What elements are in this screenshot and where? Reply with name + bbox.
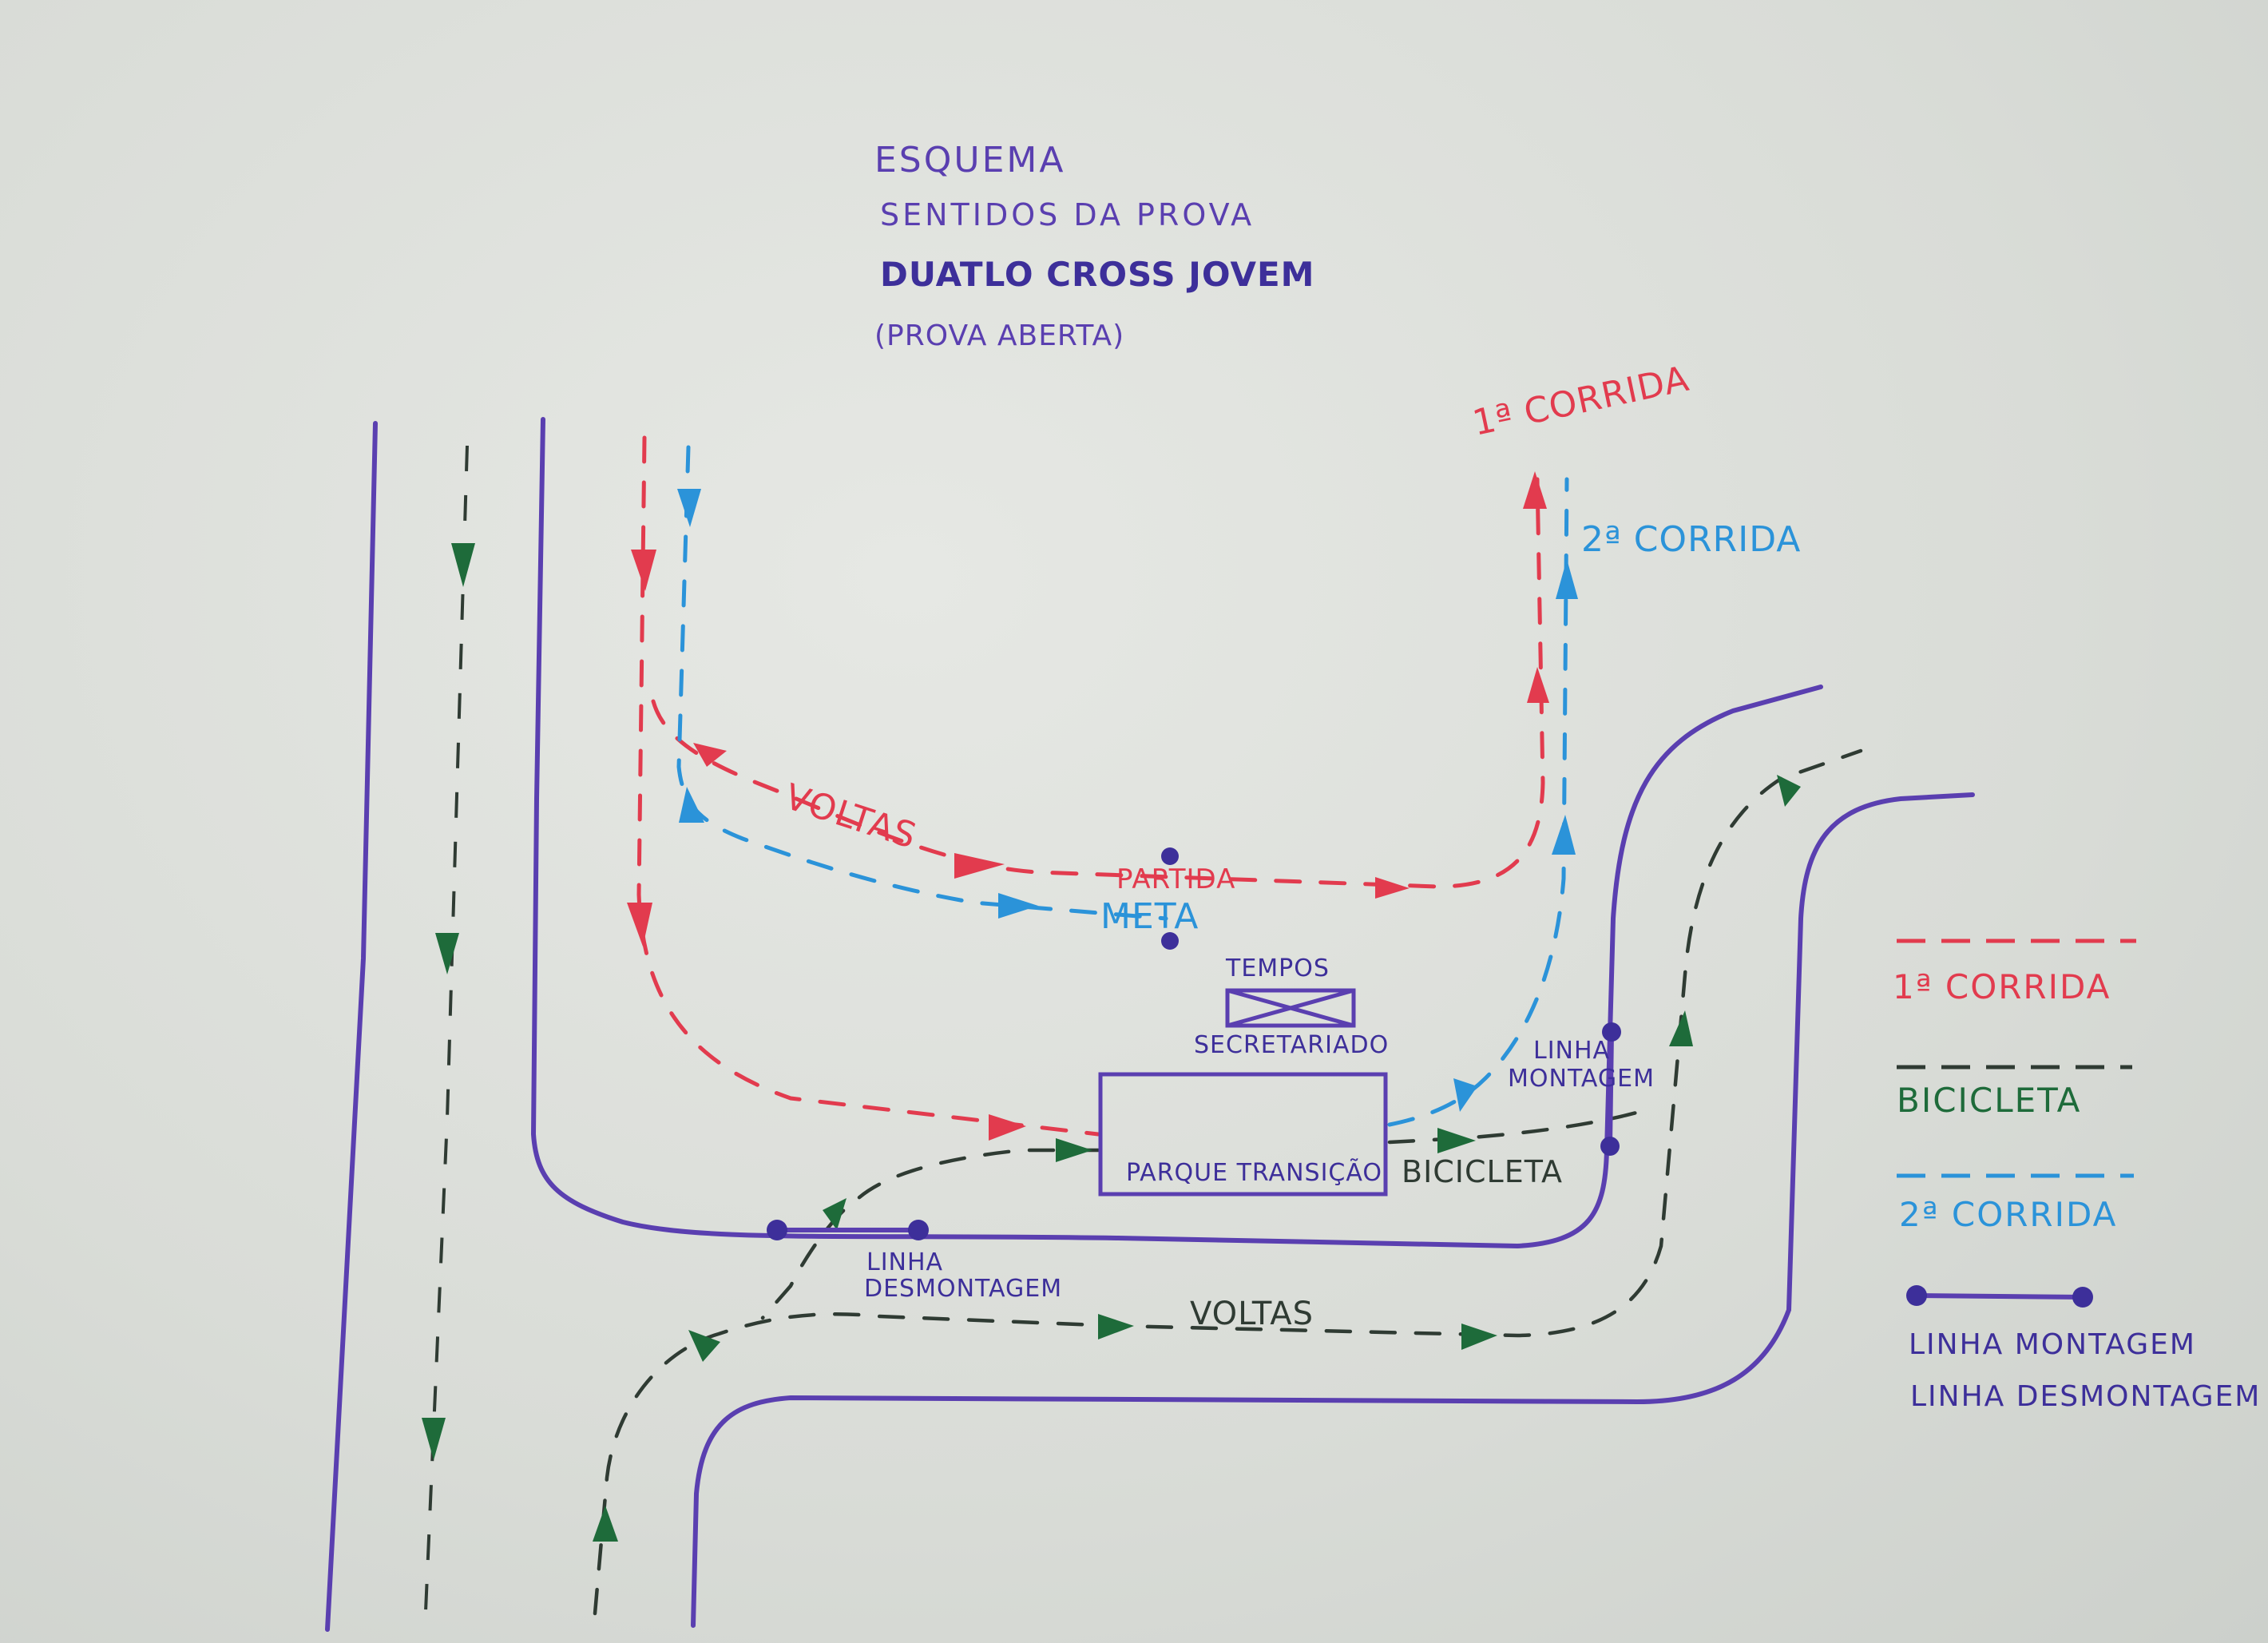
parque-label: PARQUE TRANSIÇÃO [1126,1158,1382,1187]
dismount-dot-right [908,1220,929,1240]
run2-arrow-2 [679,787,704,823]
run2-top-label: 2ª CORRIDA [1581,519,1801,560]
legend-lines-dot-right [2072,1287,2093,1308]
bike-route [593,748,1863,1616]
bike-arrow-5 [1669,1010,1693,1046]
mount-dot-top [1602,1022,1621,1042]
bike-arrow-8 [1437,1128,1476,1153]
legend-montagem-label: LINHA MONTAGEM [1909,1328,2196,1361]
meta-label: META [1100,896,1199,937]
bike-arrow-3 [1098,1314,1134,1339]
run1-arrow-7 [1527,667,1549,703]
left-road-dashed [423,445,469,1630]
secretariado-box [1225,988,1356,1028]
run1-loop [651,477,1545,889]
title-event: DUATLO CROSS JOVEM [880,255,1314,294]
partida-label: PARTIDA [1116,863,1235,895]
legend-bike-label: BICICLETA [1897,1081,2081,1120]
tempos-label: TEMPOS [1225,954,1330,982]
secretariado-label: SECRETARIADO [1194,1031,1389,1059]
run2-arrow-4 [1552,815,1576,855]
bicicleta-label: BICICLETA [1402,1154,1563,1189]
dismount-dot-left [767,1220,787,1240]
diagram-labels: 1ª CORRIDA 2ª CORRIDA VOLTAS PARTIDA MET… [780,359,1801,1332]
run2-arrow-3 [998,893,1038,919]
road-lower-inner-edge [691,792,1975,1628]
legend-desmontagem-label: LINHA DESMONTAGEM [1910,1380,2261,1413]
bike-entry-lower-left [593,748,1863,1616]
legend-lines-swatch [1916,1293,2084,1300]
mount-dismount-lines [767,1022,1621,1240]
legend: 1ª CORRIDA BICICLETA 2ª CORRIDA LINHA MO… [1893,939,2261,1413]
secretariado-cross-2 [1227,988,1354,1028]
run1-route [636,435,1545,1137]
left-road-arrow-2 [435,933,459,974]
bike-out-from-park [760,1148,1100,1320]
left-road-arrow-3 [422,1418,446,1460]
title-esquema: ESQUEMA [874,140,1065,181]
run1-top-label: 1ª CORRIDA [1469,359,1693,444]
run2-arrow-6 [1453,1078,1477,1112]
run1-arrows [627,471,1549,1141]
transition-park-box [1098,1072,1388,1197]
run2-entry-down [676,445,1168,921]
legend-run1-label: 1ª CORRIDA [1893,967,2111,1006]
linha-desmontagem-label-1: LINHA [866,1248,943,1276]
bike-arrows [593,775,1801,1542]
run1-arrow-8 [1523,471,1547,509]
title-prova-aberta: (PROVA ABERTA) [874,319,1124,352]
title-block: ESQUEMA SENTIDOS DA PROVA DUATLO CROSS J… [874,140,1314,352]
run1-arrow-4 [954,853,1005,879]
bike-arrow-2 [688,1330,720,1362]
run1-arrow-1 [631,550,656,591]
run2-exit-up [1387,477,1569,1127]
left-road-arrow-1 [451,543,475,587]
run2-arrow-5 [1556,559,1578,599]
run1-entry-down [636,435,1100,1137]
bike-arrow-1 [593,1506,618,1542]
bike-arrow-7 [1056,1138,1092,1162]
meta-dot [1161,932,1179,950]
road-left-edge-inner [530,417,1823,1249]
mount-line [1608,1031,1614,1147]
left-road-lane [422,445,475,1630]
run1-arrow-6 [989,1114,1026,1141]
bike-arrow-4 [1461,1324,1497,1350]
start-finish-markers [1161,847,1179,950]
linha-montagem-label-1: LINHA [1533,1037,1610,1065]
bike-arrow-9 [823,1198,847,1230]
run1-arrow-2 [627,903,652,947]
legend-run2-label: 2ª CORRIDA [1899,1195,2117,1234]
title-sentidos: SENTIDOS DA PROVA [880,197,1255,232]
run1-arrow-5 [1375,877,1410,899]
road-left-edge-outer [325,421,378,1632]
bike-park-to-road [1387,1108,1647,1145]
buildings [1098,988,1388,1197]
road-outlines [325,417,1975,1632]
legend-lines-dot-left [1906,1285,1927,1306]
mount-dot-bottom [1600,1137,1620,1156]
bike-arrow-6 [1777,775,1801,807]
voltas-bike-label: VOLTAS [1190,1296,1314,1332]
run2-arrows [677,489,1578,1112]
voltas-run-label: VOLTAS [780,776,922,857]
run2-route [676,445,1569,1127]
run1-arrow-3 [693,743,727,767]
run2-arrow-1 [677,489,701,527]
linha-montagem-label-2: MONTAGEM [1508,1065,1655,1093]
partida-dot [1161,847,1179,865]
linha-desmontagem-label-2: DESMONTAGEM [864,1275,1062,1303]
